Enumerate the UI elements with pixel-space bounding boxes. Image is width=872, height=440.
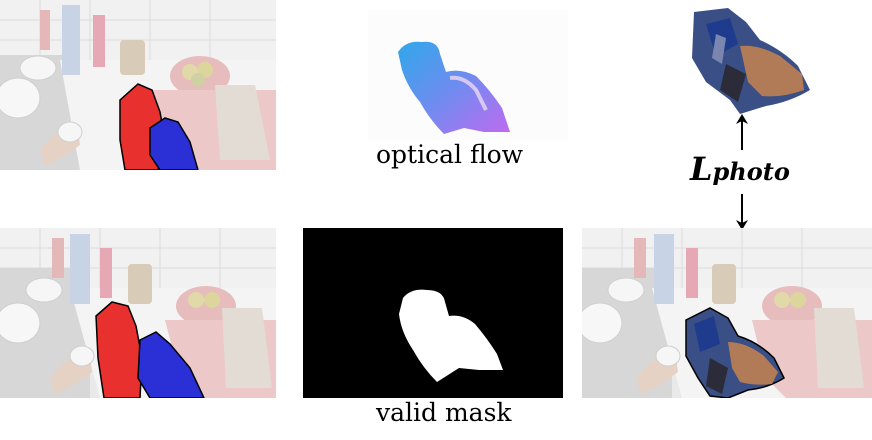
- warped-crop-panel: [686, 4, 812, 116]
- loss-photo-label: Lphoto: [690, 150, 790, 188]
- arrow-down-icon: [736, 194, 748, 230]
- frame-bottom-right: [582, 228, 872, 398]
- hand-mask: [149, 117, 199, 170]
- valid-mask-label: valid mask: [376, 398, 512, 427]
- frame-top-left: [0, 0, 276, 170]
- arrow-up-icon: [736, 114, 748, 150]
- optical-flow-label: optical flow: [376, 140, 524, 169]
- kitchen-scene-bottom-right: [582, 228, 872, 398]
- composited-object: [685, 307, 785, 398]
- kitchen-scene-bottom-left: [0, 228, 276, 398]
- valid-mask-image: [303, 228, 563, 398]
- frame-bottom-left: [0, 228, 276, 398]
- warped-object-hand-crop: [692, 8, 810, 114]
- kitchen-scene-top: [0, 0, 276, 170]
- optical-flow-panel: [368, 10, 568, 140]
- optical-flow-visualization: [368, 10, 568, 140]
- valid-mask-panel: [303, 228, 563, 398]
- hand-mask: [137, 331, 205, 398]
- loss-symbol: L: [690, 150, 713, 188]
- loss-subscript: photo: [712, 157, 790, 186]
